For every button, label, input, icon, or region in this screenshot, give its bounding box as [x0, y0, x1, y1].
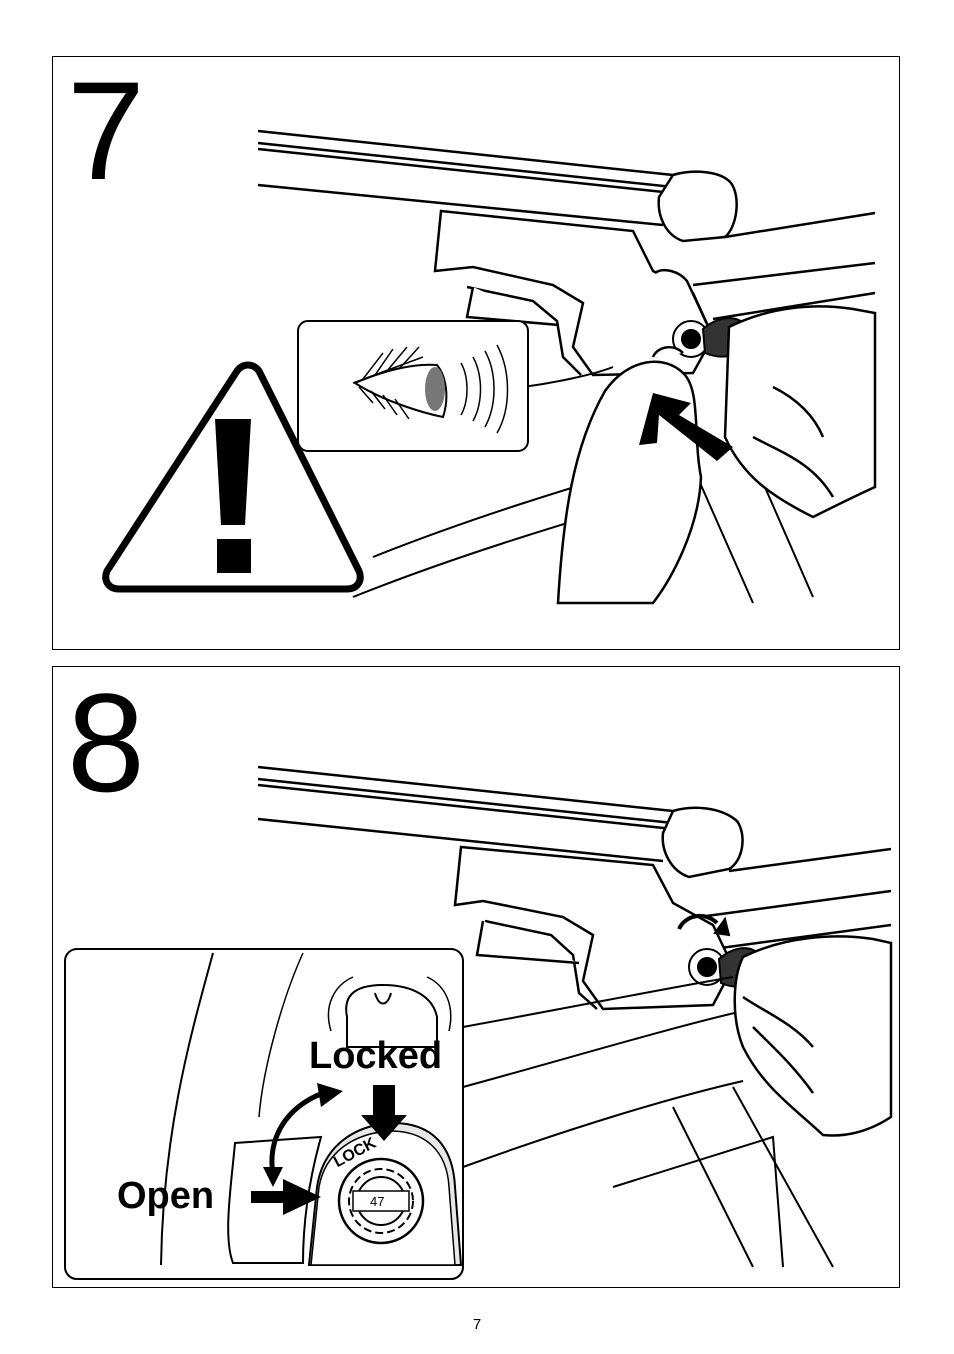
eye-icon — [298, 321, 528, 451]
step-7-illustration — [53, 57, 901, 651]
page-number: 7 — [0, 1316, 954, 1333]
step-8-panel: 8 — [52, 666, 900, 1288]
step-7-panel: 7 — [52, 56, 900, 650]
locked-label: Locked — [309, 1037, 442, 1075]
hand — [735, 936, 891, 1135]
lock-number: 47 — [370, 1194, 384, 1209]
open-label: Open — [117, 1177, 214, 1215]
